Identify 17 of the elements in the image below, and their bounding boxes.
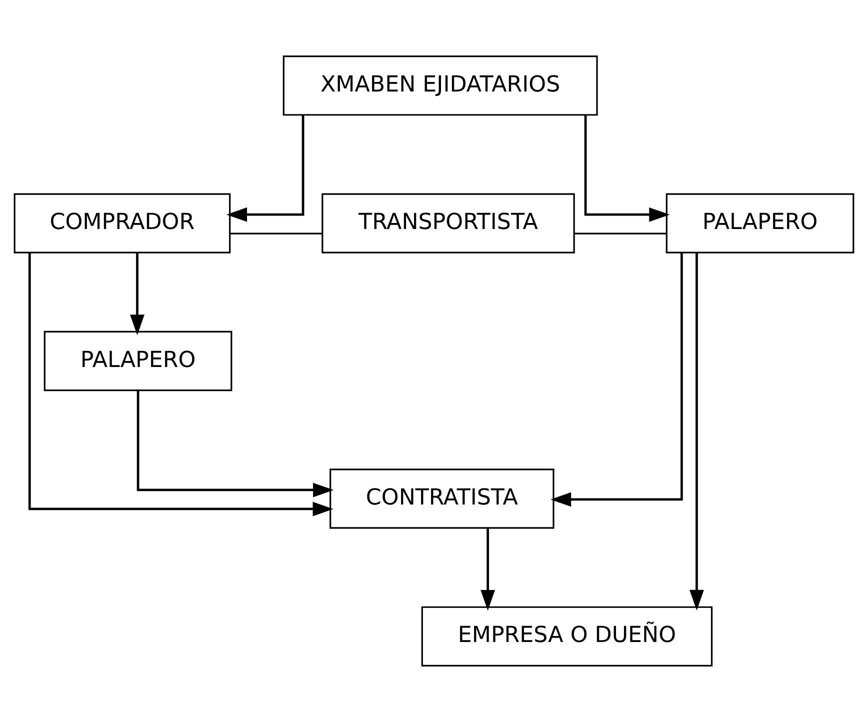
node-box: EMPRESA O DUEÑO [421, 606, 713, 666]
node-box: PALAPERO [44, 330, 232, 392]
arrow [550, 252, 683, 507]
node-box: PALAPERO [666, 193, 854, 254]
node-box: CONTRATISTA [330, 468, 554, 529]
node-box: XMABEN EJIDATARIOS [282, 56, 598, 116]
node-box: TRANSPORTISTA [322, 193, 575, 254]
connector [230, 232, 322, 234]
arrow [130, 253, 144, 336]
arrow [480, 528, 496, 611]
arrow [226, 116, 304, 222]
arrow [584, 116, 670, 222]
arrow [136, 390, 334, 498]
node-box: COMPRADOR [14, 193, 231, 254]
connector [574, 232, 666, 234]
arrow [690, 253, 704, 611]
arrow [28, 252, 334, 516]
